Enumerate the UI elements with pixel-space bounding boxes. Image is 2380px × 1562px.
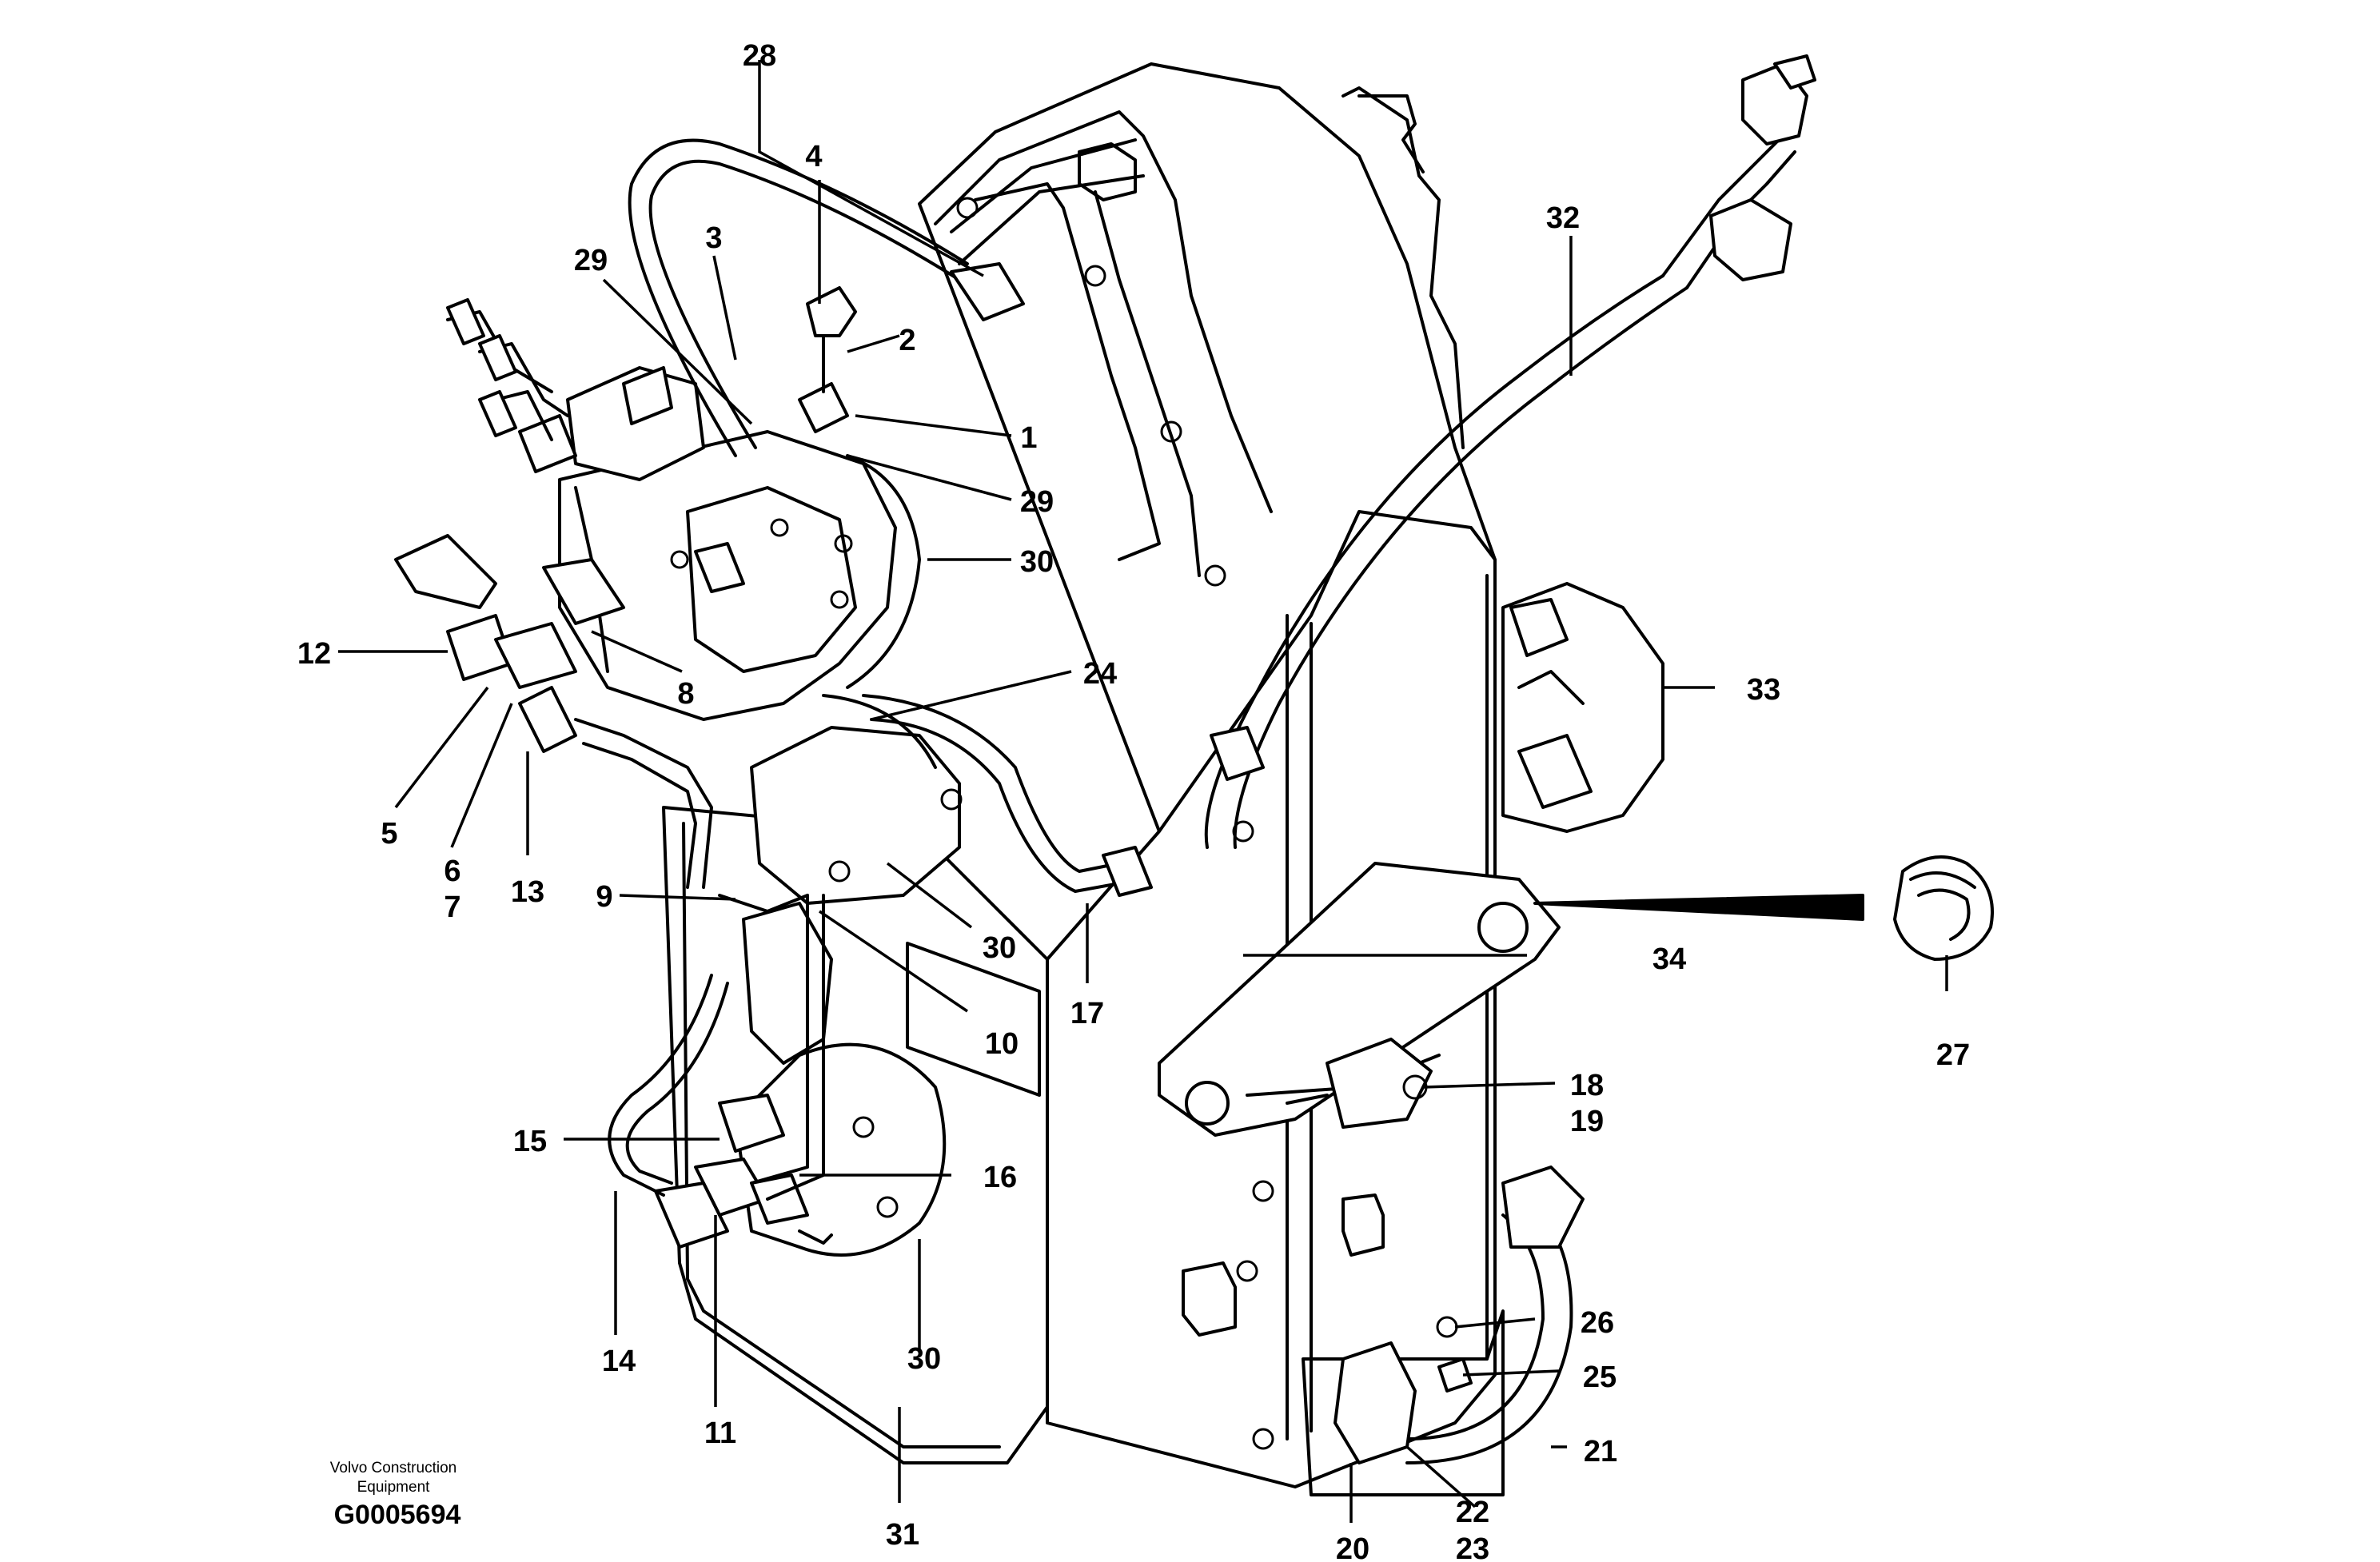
callout-26: 26 [1581, 1306, 1614, 1340]
callout-11: 11 [704, 1417, 736, 1450]
callout-15: 15 [513, 1125, 547, 1158]
callout-5: 5 [381, 817, 397, 851]
callout-10: 10 [985, 1027, 1019, 1061]
callout-21: 21 [1584, 1435, 1617, 1468]
credit-line-1: Volvo Construction [330, 1460, 456, 1476]
drawing-credit: Volvo Construction Equipment G0005694 [330, 1460, 461, 1530]
callout-16: 16 [983, 1161, 1017, 1194]
callout-31: 31 [886, 1518, 919, 1552]
callout-22: 22 [1456, 1496, 1489, 1529]
callout-9: 9 [596, 880, 612, 914]
credit-line-2: Equipment [357, 1479, 431, 1496]
callout-19: 19 [1570, 1105, 1604, 1138]
callout-7: 7 [444, 891, 460, 924]
callout-20: 20 [1336, 1532, 1369, 1562]
callout-29-top: 29 [574, 244, 608, 277]
right-components [1158, 582, 1994, 1464]
callout-14: 14 [602, 1345, 636, 1378]
callout-24: 24 [1083, 657, 1117, 691]
callout-17: 17 [1070, 997, 1104, 1030]
callout-30-mid: 30 [983, 931, 1016, 965]
oil-pump-assembly [654, 902, 947, 1257]
callout-18: 18 [1570, 1069, 1604, 1102]
callout-32: 32 [1546, 201, 1580, 235]
callout-25: 25 [1583, 1361, 1617, 1394]
callout-30-lower: 30 [907, 1342, 941, 1376]
callout-3: 3 [705, 221, 722, 255]
drawing-code: G0005694 [334, 1500, 461, 1530]
callout-28: 28 [743, 39, 776, 73]
leader-lines [338, 60, 1948, 1523]
control-valve-block [394, 298, 963, 905]
callout-33: 33 [1747, 673, 1780, 707]
callout-30-top: 30 [1020, 545, 1054, 579]
callout-34: 34 [1652, 942, 1686, 976]
hoses [574, 54, 1816, 1201]
callout-2: 2 [899, 324, 915, 357]
callout-6: 6 [444, 855, 460, 888]
callout-23: 23 [1456, 1532, 1489, 1562]
callout-13: 13 [511, 875, 544, 909]
callout-27: 27 [1936, 1038, 1970, 1072]
callout-29-right: 29 [1020, 485, 1054, 519]
callout-4: 4 [805, 140, 822, 173]
callout-8: 8 [677, 677, 694, 711]
callout-12: 12 [297, 637, 331, 671]
callout-labels: 28 4 3 2 29 1 29 30 24 8 12 5 6 7 13 9 3… [297, 39, 1970, 1562]
callout-1: 1 [1020, 421, 1037, 455]
